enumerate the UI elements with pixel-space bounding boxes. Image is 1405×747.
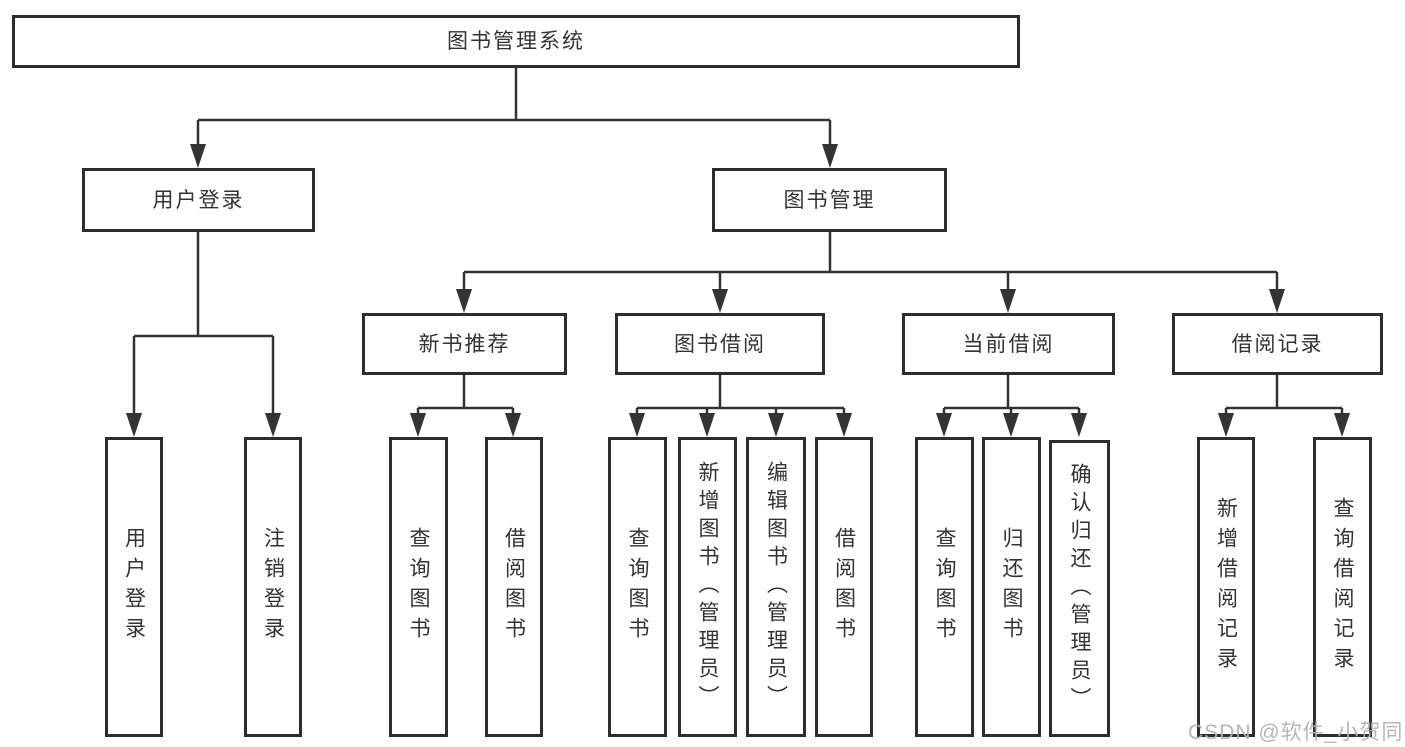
leaf-return-books: 归还图书 bbox=[982, 437, 1041, 737]
leaf-add-borrow-record: 新增借阅记录 bbox=[1197, 437, 1255, 737]
leaf-user-login: 用户登录 bbox=[105, 437, 163, 737]
leaf-borrow-books-2: 借阅图书 bbox=[815, 437, 873, 737]
leaf-borrow-books-1: 借阅图书 bbox=[485, 437, 543, 737]
leaf-query-borrow-record: 查询借阅记录 bbox=[1313, 437, 1372, 737]
node-book-management: 图书管理 bbox=[712, 168, 947, 232]
csdn-watermark: CSDN @软件_小贺同学 bbox=[1188, 721, 1405, 744]
node-new-book-recommendation: 新书推荐 bbox=[362, 313, 567, 375]
node-current-borrowing: 当前借阅 bbox=[902, 313, 1115, 375]
leaf-query-books-2: 查询图书 bbox=[608, 437, 667, 737]
leaf-query-books-1: 查询图书 bbox=[389, 437, 448, 737]
node-user-login: 用户登录 bbox=[82, 168, 315, 232]
leaf-edit-book-admin: 编辑图书（管理员） bbox=[746, 437, 806, 737]
leaf-logout: 注销登录 bbox=[244, 437, 302, 737]
leaf-confirm-return-admin: 确认归还（管理员） bbox=[1049, 440, 1110, 737]
leaf-query-books-3: 查询图书 bbox=[915, 437, 974, 737]
connector-paths bbox=[132, 68, 1344, 415]
node-library-management-system: 图书管理系统 bbox=[12, 15, 1020, 68]
leaf-add-book-admin: 新增图书（管理员） bbox=[678, 437, 737, 737]
node-book-borrowing: 图书借阅 bbox=[615, 313, 825, 375]
node-borrowing-records: 借阅记录 bbox=[1172, 313, 1383, 375]
arrowheads bbox=[126, 144, 1350, 437]
